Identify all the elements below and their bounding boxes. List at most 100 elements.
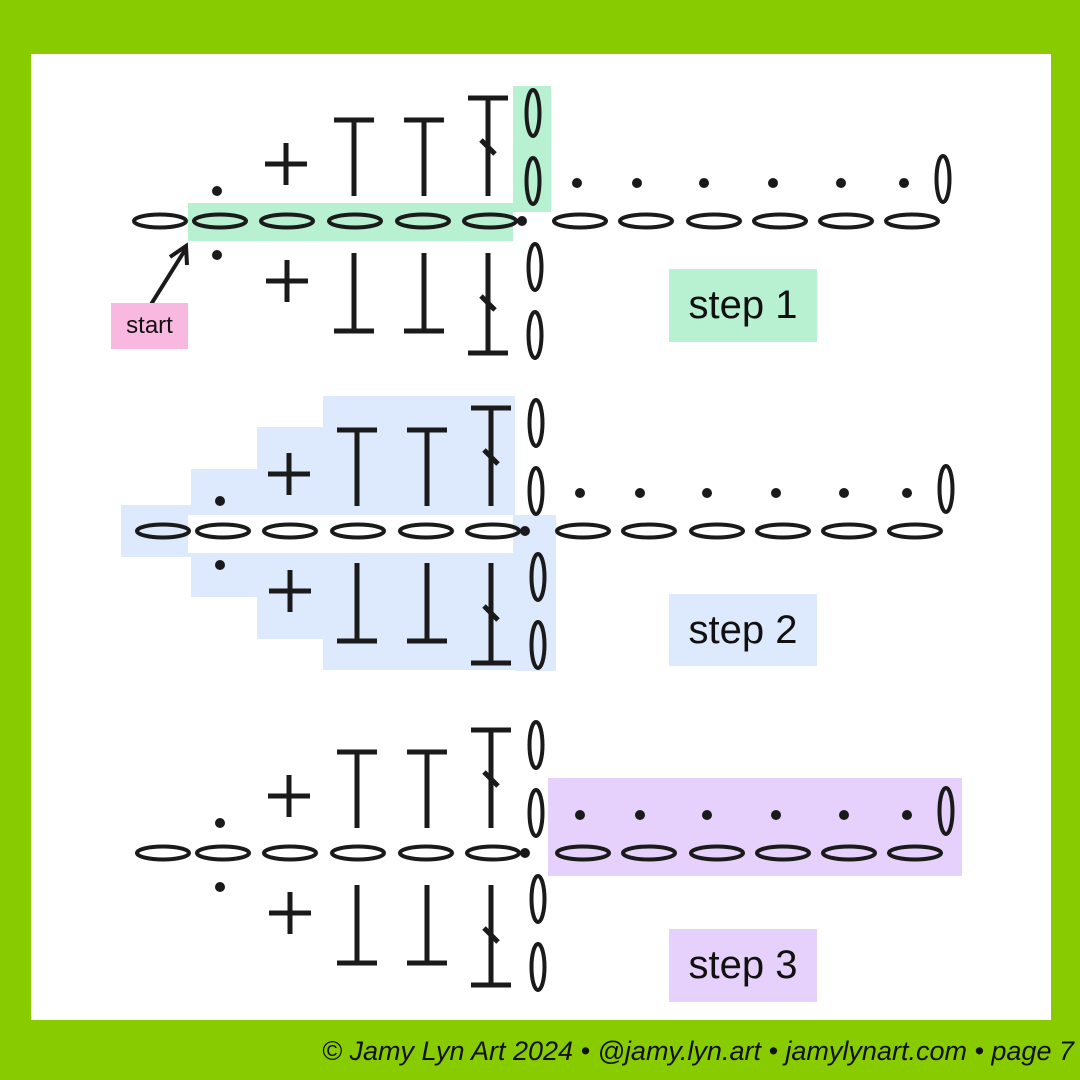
chain-stitch-icon (259, 212, 315, 230)
slip-stitch-icon (771, 810, 781, 820)
chain-stitch-icon (527, 398, 545, 448)
chain-stitch-icon (686, 212, 742, 230)
step-1-label: step 1 (669, 269, 817, 342)
chain-stitch-icon (527, 466, 545, 516)
chain-stitch-icon (937, 464, 955, 514)
slip-stitch-icon (836, 178, 846, 188)
double-crochet-icon (471, 727, 511, 828)
chain-stitch-icon (527, 720, 545, 770)
chain-stitch-icon (135, 844, 191, 862)
chain-stitch-icon (132, 212, 188, 230)
slip-stitch-icon (212, 250, 222, 260)
chain-stitch-icon (821, 844, 877, 862)
step-2-label: step 2 (669, 594, 817, 666)
chain-stitch-icon (689, 844, 745, 862)
chain-stitch-icon (524, 156, 542, 206)
chain-stitch-icon (192, 212, 248, 230)
chain-stitch-icon (330, 844, 386, 862)
chain-stitch-icon (262, 844, 318, 862)
double-crochet-icon (471, 885, 511, 988)
half-double-crochet-icon (407, 749, 447, 828)
chain-stitch-icon (689, 522, 745, 540)
chain-stitch-icon (552, 212, 608, 230)
slip-stitch-icon (771, 488, 781, 498)
chain-stitch-icon (887, 522, 943, 540)
chain-stitch-icon (327, 212, 383, 230)
chain-stitch-icon (135, 522, 191, 540)
chain-stitch-icon (529, 874, 547, 924)
double-crochet-icon (468, 253, 508, 356)
chain-stitch-icon (887, 844, 943, 862)
start-arrow-icon (148, 242, 189, 308)
slip-stitch-icon (702, 810, 712, 820)
half-double-crochet-icon (337, 427, 377, 506)
chain-stitch-icon (934, 154, 952, 204)
slip-stitch-icon (635, 488, 645, 498)
single-crochet-icon (269, 892, 311, 934)
step-3-label-text: step 3 (688, 943, 798, 987)
slip-stitch-icon (517, 216, 527, 226)
step-1-label-text: step 1 (688, 283, 798, 327)
slip-stitch-icon (899, 178, 909, 188)
chain-stitch-icon (527, 788, 545, 838)
chain-stitch-icon (195, 844, 251, 862)
chain-stitch-icon (395, 212, 451, 230)
chain-stitch-icon (526, 242, 544, 292)
double-crochet-icon (468, 95, 508, 196)
slip-stitch-icon (632, 178, 642, 188)
chain-stitch-icon (529, 942, 547, 992)
chain-stitch-icon (526, 310, 544, 360)
slip-stitch-icon (635, 810, 645, 820)
chain-stitch-icon (621, 844, 677, 862)
step-3-highlight (548, 778, 962, 876)
slip-stitch-icon (520, 526, 530, 536)
half-double-crochet-icon (407, 427, 447, 506)
chain-stitch-icon (818, 212, 874, 230)
slip-stitch-icon (699, 178, 709, 188)
half-double-crochet-icon (407, 885, 447, 966)
chain-stitch-icon (330, 522, 386, 540)
slip-stitch-icon (520, 848, 530, 858)
half-double-crochet-icon (404, 117, 444, 196)
chain-stitch-icon (529, 620, 547, 670)
slip-stitch-icon (215, 496, 225, 506)
half-double-crochet-icon (337, 885, 377, 966)
half-double-crochet-icon (337, 563, 377, 644)
slip-stitch-icon (215, 818, 225, 828)
step-1-highlight (188, 203, 513, 241)
chain-stitch-icon (621, 522, 677, 540)
chain-stitch-icon (398, 844, 454, 862)
start-label: start (111, 303, 188, 349)
half-double-crochet-icon (404, 253, 444, 334)
slip-stitch-icon (768, 178, 778, 188)
step-2-gap (188, 515, 513, 553)
chain-stitch-icon (465, 844, 521, 862)
chain-stitch-icon (555, 844, 611, 862)
start-label-text: start (126, 312, 173, 339)
slip-stitch-icon (572, 178, 582, 188)
chain-stitch-icon (462, 212, 518, 230)
single-crochet-icon (266, 260, 308, 302)
chain-stitch-icon (524, 88, 542, 138)
chain-stitch-icon (752, 212, 808, 230)
step-2-highlight (515, 515, 556, 671)
slip-stitch-icon (702, 488, 712, 498)
chain-stitch-icon (755, 844, 811, 862)
chain-stitch-icon (195, 522, 251, 540)
chain-stitch-icon (262, 522, 318, 540)
slip-stitch-icon (215, 882, 225, 892)
single-crochet-icon (265, 143, 307, 185)
slip-stitch-icon (575, 810, 585, 820)
step-1-highlight (513, 86, 551, 212)
slip-stitch-icon (902, 488, 912, 498)
chain-stitch-icon (465, 522, 521, 540)
single-crochet-icon (268, 453, 310, 495)
slip-stitch-icon (839, 488, 849, 498)
chain-stitch-icon (755, 522, 811, 540)
chain-stitch-icon (937, 786, 955, 836)
chain-stitch-icon (618, 212, 674, 230)
half-double-crochet-icon (334, 253, 374, 334)
double-crochet-icon (471, 563, 511, 666)
single-crochet-icon (268, 775, 310, 817)
